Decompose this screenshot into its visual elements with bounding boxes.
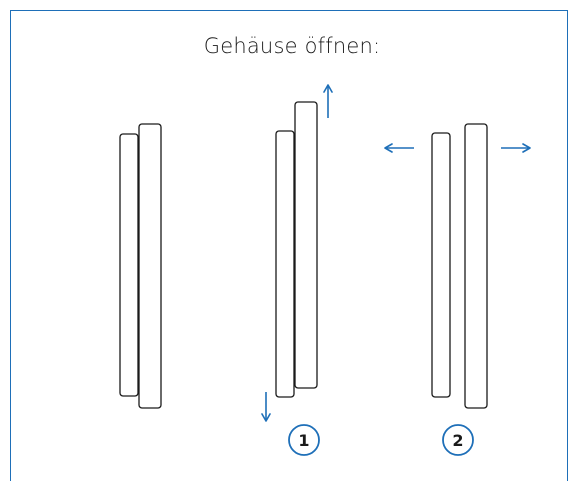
- housing-front-panel: [138, 123, 162, 409]
- housing-back-panel: [431, 132, 451, 398]
- step-circle: [288, 424, 320, 456]
- step-number: 1: [298, 431, 309, 450]
- step-circle: [442, 424, 474, 456]
- step-marker-2: 2: [442, 424, 474, 456]
- diagram-title: Gehäuse öffnen:: [203, 34, 381, 58]
- housing-step-2: [384, 123, 531, 409]
- step-marker-1: 1: [288, 424, 320, 456]
- housing-closed: [119, 123, 162, 409]
- housing-step-1: [261, 84, 333, 422]
- housing-back-panel: [275, 130, 295, 398]
- housing-back-panel: [119, 133, 139, 397]
- housing-front-panel: [464, 123, 488, 409]
- housing-front-panel: [294, 101, 318, 389]
- step-number: 2: [452, 431, 463, 450]
